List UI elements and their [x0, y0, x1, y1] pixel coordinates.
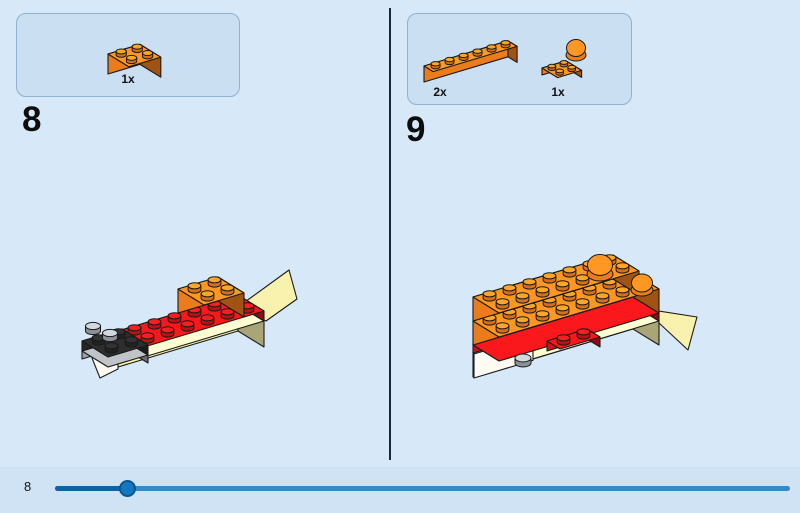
progress-step-label: 8 — [24, 479, 32, 494]
part-count-label: 2x — [433, 85, 447, 99]
progress-knob[interactable] — [119, 480, 136, 497]
progress-bar: 8 — [0, 467, 800, 513]
progress-track[interactable] — [55, 480, 790, 497]
progress-fill — [55, 486, 128, 491]
step-9-model-illustration — [472, 254, 698, 379]
part-count-label: 1x — [551, 85, 565, 99]
panel-divider — [389, 8, 391, 460]
part-count-label: 1x — [121, 72, 135, 86]
step-9-number: 9 — [406, 110, 426, 149]
step-8-model-illustration — [81, 269, 298, 379]
step-8-number: 8 — [22, 100, 42, 139]
